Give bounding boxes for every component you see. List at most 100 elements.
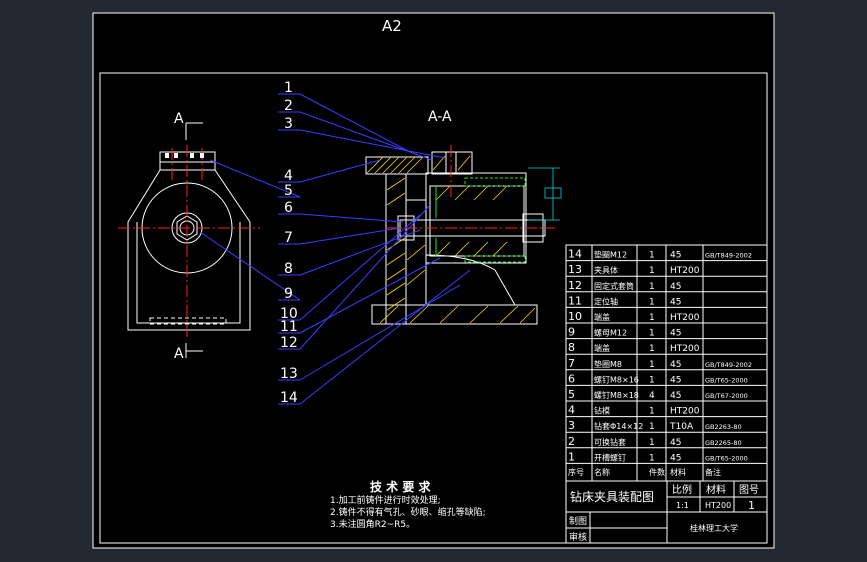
leader-4: 4 — [284, 168, 293, 184]
leader-10: 10 — [280, 306, 298, 322]
bom-cell-qty: 1 — [649, 438, 655, 448]
bom-header-qty: 件数 — [649, 467, 665, 477]
bom-cell-name: 钻模 — [594, 406, 610, 416]
bom-cell-mat: HT200 — [670, 407, 700, 417]
front-top-studs — [165, 153, 204, 158]
bom-cell-no: 10 — [568, 310, 582, 323]
bom-cell-std: GB/T849-2002 — [705, 361, 752, 369]
leader-lines — [199, 93, 471, 405]
tech-line-2: 2.铸件不得有气孔、砂眼、缩孔等缺陷; — [330, 506, 486, 518]
bom-cell-name: 固定式套筒 — [594, 281, 634, 291]
bom-cell-no: 2 — [568, 435, 575, 448]
dimension-lines — [528, 167, 562, 221]
bom-cell-no: 3 — [568, 419, 575, 432]
bom-cell-qty: 1 — [649, 360, 655, 370]
bom-cell-name: 螺钉M8×18 — [594, 390, 639, 400]
leader-5: 5 — [284, 183, 293, 199]
bom-cell-no: 7 — [568, 357, 575, 370]
tech-requirements: 技 术 要 求 1.加工前铸件进行时效处理; 2.铸件不得有气孔、砂眼、缩孔等缺… — [330, 479, 486, 530]
scale-label: 比例 — [672, 483, 692, 496]
sheet-size-label: A2 — [382, 17, 402, 35]
section-marker-top: A — [174, 111, 184, 127]
bom-cell-mat: 45 — [670, 297, 681, 307]
leader-9: 9 — [284, 286, 293, 302]
bom-cell-name: 螺母M12 — [594, 328, 627, 338]
bom-cell-mat: 45 — [670, 329, 681, 339]
bom-cell-mat: 45 — [670, 453, 681, 463]
bom-cell-qty: 1 — [649, 313, 655, 323]
bom-cell-no: 6 — [568, 372, 575, 385]
bom-cell-no: 11 — [568, 294, 582, 307]
material-label: 材料 — [706, 483, 726, 496]
bom-cell-mat: 45 — [670, 375, 681, 385]
bom-table — [565, 244, 768, 482]
bom-cell-name: 端盖 — [594, 343, 610, 353]
bom-cell-no: 9 — [568, 326, 575, 339]
bom-cell-mat: HT200 — [670, 313, 700, 323]
bom-cell-name: 开槽螺钉 — [594, 452, 626, 462]
bom-cell-name: 螺钉M8×16 — [594, 374, 639, 384]
bom-cell-no: 4 — [568, 404, 575, 417]
bom-cell-name: 垫圈M12 — [594, 250, 627, 260]
bom-cell-qty: 1 — [649, 297, 655, 307]
bom-cell-std: GB/T65-2000 — [705, 376, 748, 384]
section-green-threads — [435, 177, 526, 263]
leader-3: 3 — [284, 116, 293, 132]
bom-cell-qty: 1 — [649, 282, 655, 292]
bom-cell-std: GB2265-80 — [705, 439, 742, 447]
bom-header-std: 备注 — [705, 467, 721, 477]
bom-cell-qty: 4 — [649, 391, 655, 401]
leader-numbers: 1 2 3 4 5 6 7 8 9 10 11 12 13 14 — [280, 80, 298, 406]
leader-8: 8 — [284, 261, 293, 277]
leader-2: 2 — [284, 98, 293, 114]
checked-label: 审核 — [569, 531, 587, 543]
bom-header-name: 名称 — [594, 467, 610, 477]
leader-1: 1 — [284, 80, 293, 96]
section-centerlines — [385, 145, 555, 229]
tech-line-1: 1.加工前铸件进行时效处理; — [330, 494, 441, 506]
bom-cell-qty: 1 — [649, 422, 655, 432]
bom-cell-mat: T10A — [669, 422, 694, 432]
bom-cell-no: 12 — [568, 279, 582, 292]
bom-cell-no: 1 — [568, 450, 575, 463]
leader-11: 11 — [280, 319, 298, 335]
bom-cell-qty: 1 — [649, 453, 655, 463]
bom-cell-no: 8 — [568, 341, 575, 354]
section-marker-bottom: A — [174, 346, 184, 362]
leader-13: 13 — [280, 366, 298, 382]
bom-cell-name: 垫圈M8 — [594, 359, 622, 369]
bom-cell-no: 5 — [568, 388, 575, 401]
leader-12: 12 — [280, 335, 298, 351]
bom-cell-mat: 45 — [670, 391, 681, 401]
bom-cell-no: 14 — [568, 248, 582, 261]
bom-cell-name: 端盖 — [594, 312, 610, 322]
bom-cell-mat: 45 — [670, 438, 681, 448]
leader-7: 7 — [284, 230, 293, 246]
bom-cell-qty: 1 — [649, 251, 655, 261]
tech-title: 技 术 要 求 — [370, 479, 432, 494]
tech-line-3: 3.未注圆角R2~R5。 — [330, 518, 415, 530]
bom-cell-qty: 1 — [649, 407, 655, 417]
bom-cell-mat: 45 — [670, 251, 681, 261]
school-name: 桂林理工大学 — [690, 523, 738, 533]
bom-cell-qty: 1 — [649, 375, 655, 385]
title-block — [565, 480, 768, 544]
bom-cell-name: 可换钻套 — [594, 437, 626, 447]
section-label: A-A — [428, 109, 452, 125]
bom-cell-std: GB2263-80 — [705, 423, 742, 431]
bom-cell-name: 定位轴 — [594, 296, 618, 306]
bom-header-no: 序号 — [568, 467, 584, 477]
leader-14: 14 — [280, 390, 298, 406]
scale-value: 1:1 — [676, 501, 689, 510]
bom-cell-no: 13 — [568, 263, 582, 276]
section-hatching — [366, 155, 536, 324]
title-block-text: 钻床夹具装配图 比例 材料 图号 1:1 HT200 1 制图 审核 桂林理工大… — [569, 483, 759, 543]
bom-cell-std: GB/T849-2002 — [705, 252, 752, 260]
drawing-no-label: 图号 — [739, 484, 759, 496]
material-value: HT200 — [705, 501, 731, 510]
bom-cell-name: 钻套Φ14×12 — [594, 421, 643, 431]
bom-cell-mat: HT200 — [670, 344, 700, 354]
bom-cell-mat: 45 — [670, 360, 681, 370]
